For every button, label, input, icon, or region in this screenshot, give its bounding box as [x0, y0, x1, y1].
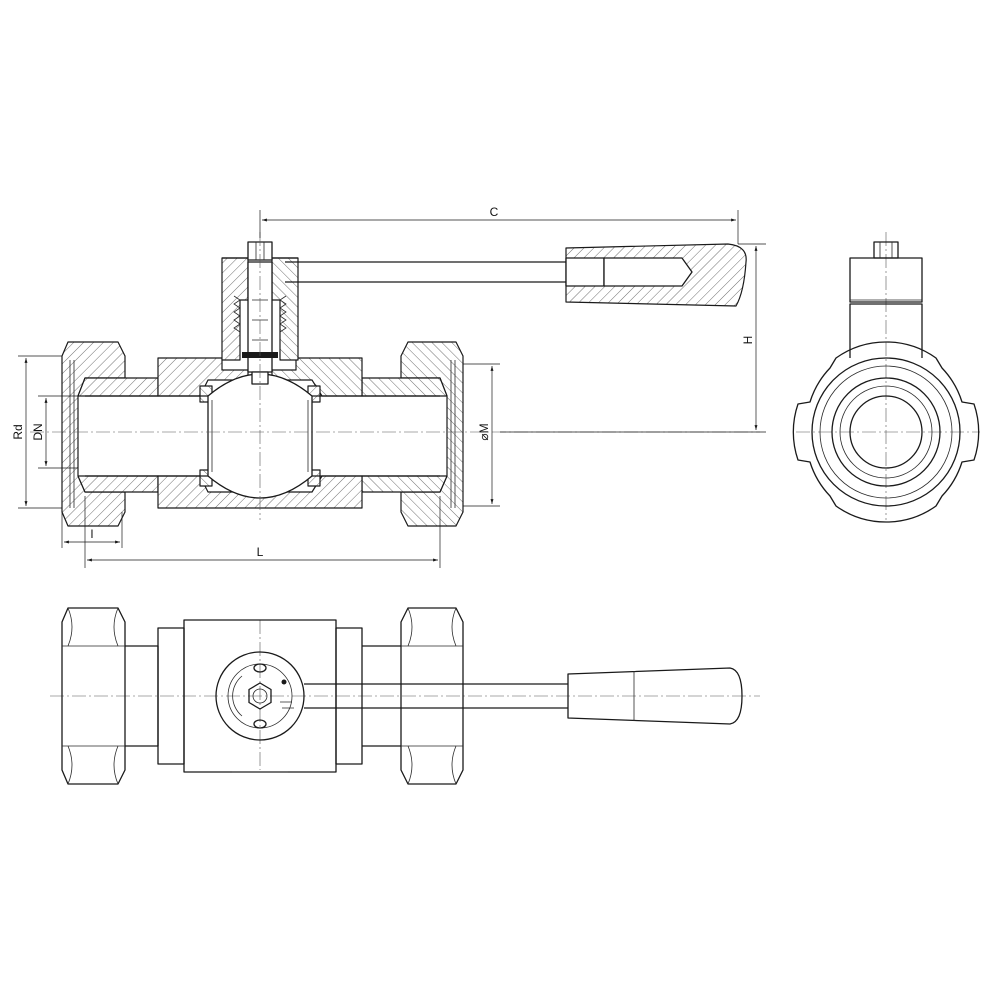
- side-stem-nut-flats: [879, 242, 893, 258]
- top-right-connector: [362, 645, 401, 747]
- side-ring-1: [811, 357, 961, 507]
- dim-l-small-label: l: [91, 527, 94, 541]
- handle-grip-insert: [565, 257, 605, 287]
- top-plate-slot-bottom: [253, 719, 267, 729]
- side-bore: [849, 395, 923, 469]
- side-stem-nut: [873, 241, 899, 259]
- bore-lines: [85, 395, 440, 477]
- handle-rod: [298, 261, 566, 283]
- side-union-nut: [792, 341, 980, 523]
- dim-c-label: C: [490, 205, 499, 219]
- handle-rod-joint: [285, 261, 298, 283]
- top-plate-arc: [232, 675, 243, 717]
- right-nut-thread: [450, 360, 456, 508]
- left-union-nut: [61, 341, 126, 527]
- dim-dn-label: DN: [31, 423, 45, 440]
- right-union-nut: [400, 341, 464, 527]
- top-stem-plate: [215, 651, 305, 741]
- valve-body-top-right: [271, 357, 363, 397]
- side-ring-4: [839, 385, 933, 479]
- top-stem-hex-hole: [252, 688, 268, 704]
- side-ring-3: [831, 377, 941, 487]
- top-plate-slot-top: [253, 663, 267, 673]
- dim-h-label: H: [741, 336, 755, 345]
- top-left-nut-flats: [62, 645, 125, 747]
- right-connector-bottom: [361, 475, 448, 493]
- top-right-nut-flats: [401, 645, 463, 747]
- top-view: [50, 607, 760, 785]
- left-nut-thread: [69, 360, 75, 508]
- top-stem-hex-nut: [248, 682, 272, 710]
- housing-threads: [233, 295, 287, 333]
- stem-housing-left: [221, 257, 249, 361]
- section-view: C H Rd DN ⌀M l L: [11, 205, 766, 568]
- dim-m-label: ⌀M: [477, 423, 491, 440]
- dim-rd-label: Rd: [11, 424, 25, 439]
- top-handle-grip: [567, 667, 743, 725]
- ball-inner: [211, 400, 309, 472]
- top-plate-dot: [281, 679, 287, 685]
- side-stem-housing: [849, 303, 923, 358]
- stem-housing-right: [271, 257, 299, 361]
- stem-nut-flats: [255, 242, 265, 260]
- side-ring-2: [819, 365, 953, 499]
- side-view: [792, 232, 980, 523]
- left-connector-top: [77, 377, 159, 397]
- top-handle-rod: [304, 683, 568, 709]
- left-connector-bottom: [77, 475, 159, 493]
- dim-l-total-label: L: [257, 545, 264, 559]
- top-right-nut-chamfers: [407, 607, 457, 785]
- top-left-nut-chamfers: [67, 607, 119, 785]
- right-connector-top: [361, 377, 448, 397]
- top-plate-logo-icon: [280, 701, 294, 709]
- handle-grip-cavity: [603, 257, 693, 287]
